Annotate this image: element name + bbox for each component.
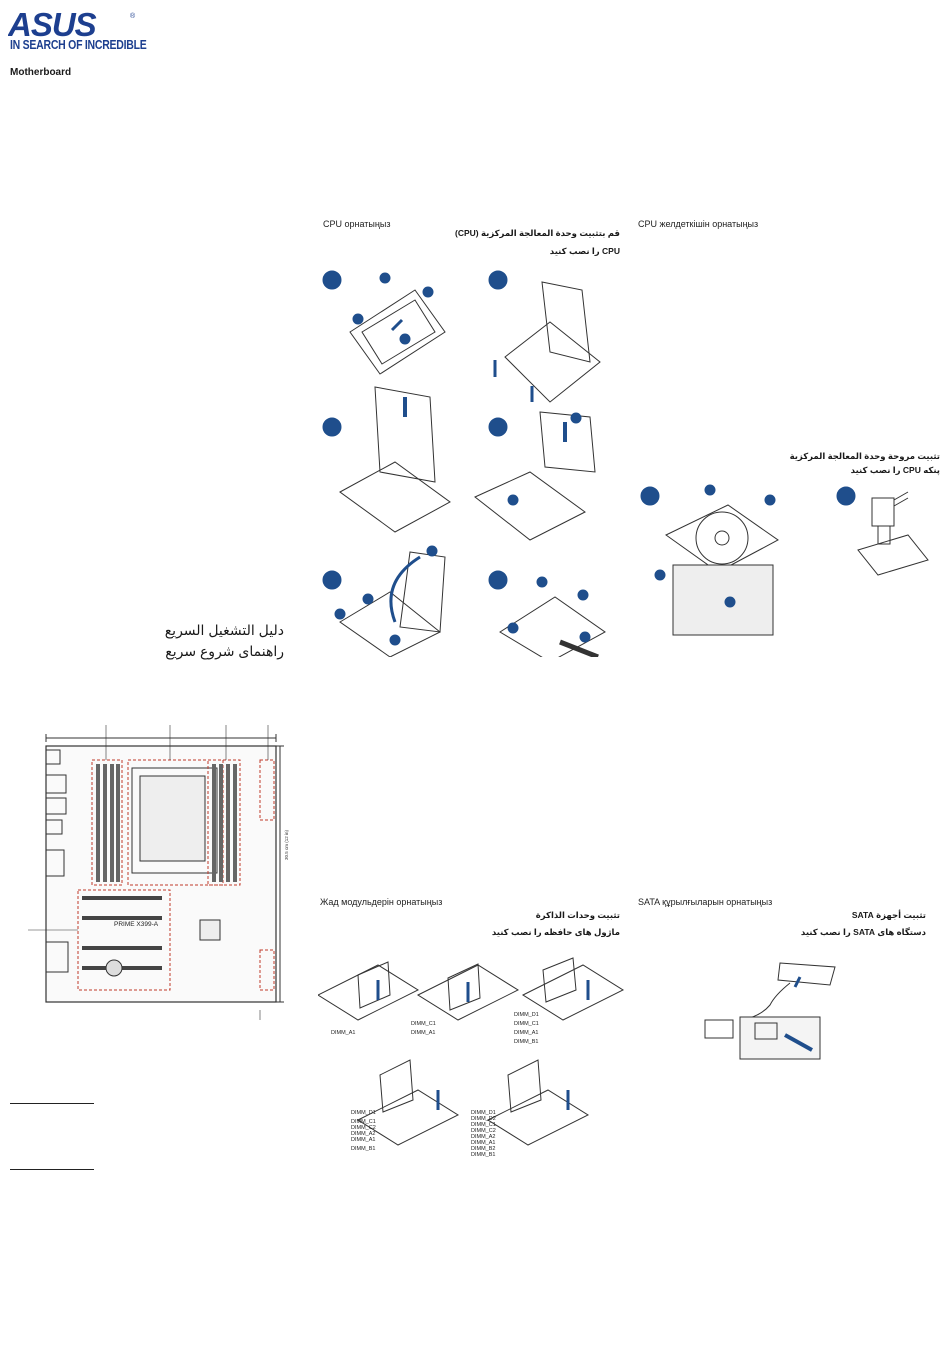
sata-title-kazakh: SATA құрылғыларын орнатыңыз	[638, 897, 773, 907]
memory-fig5-label: DIMM_D1	[471, 1110, 496, 1116]
cpu-install-title-arabic: قم بتثبيت وحدة المعالجة المركزية (CPU)	[454, 228, 620, 238]
memory-fig5-label: DIMM_A2	[471, 1134, 496, 1140]
quick-start-title-arabic: دليل التشغيل السريع	[164, 622, 284, 638]
brand-tagline: IN SEARCH OF INCREDIBLE	[10, 38, 147, 52]
quick-start-title-persian: راهنمای شروع سریع	[165, 643, 284, 659]
cpu-step-5	[322, 545, 446, 657]
cpu-fan-title-kazakh: CPU желдеткішін орнатыңыз	[638, 219, 759, 229]
sata-install-figure	[704, 962, 836, 1060]
cpu-step-3	[322, 386, 451, 533]
fan-step-2	[836, 486, 929, 576]
memory-fig4-label: DIMM_C2	[351, 1125, 376, 1131]
motherboard-layout-diagram: PRIME X399-A 30.5 cm (12 in)	[28, 725, 289, 1020]
memory-title-persian: ماژول های حافظه را نصب کنید	[491, 927, 620, 937]
cpu-fan-title-arabic: تثبيت مروحة وحدة المعالجة المركزية	[789, 451, 940, 461]
memory-fig4-label: DIMM_A1	[351, 1137, 376, 1143]
registered-mark: ®	[130, 12, 136, 20]
memory-fig4-label: DIMM_D1	[351, 1110, 376, 1116]
memory-title-kazakh: Жад модульдерін орнатыңыз	[320, 897, 443, 907]
sata-title-persian: دستگاه های SATA را نصب کنید	[800, 927, 926, 937]
memory-fig3-label: DIMM_A1	[514, 1030, 539, 1036]
memory-fig-4	[356, 1059, 460, 1146]
memory-fig-1	[318, 961, 420, 1021]
memory-install-figures	[318, 957, 625, 1146]
divider-line	[10, 1103, 94, 1104]
cpu-step-6	[488, 570, 606, 657]
memory-title-arabic: تثبيت وحدات الذاكرة	[535, 910, 620, 920]
cpu-step-2	[488, 270, 601, 403]
board-dimension-label: 30.5 cm (12 in)	[284, 829, 289, 860]
memory-fig2-label: DIMM_C1	[411, 1021, 436, 1027]
memory-fig5-label: DIMM_C1	[471, 1122, 496, 1128]
cpu-install-title-persian: CPU را نصب کنید	[549, 246, 620, 256]
memory-fig-5	[486, 1059, 590, 1146]
cpu-step-4	[474, 411, 596, 541]
sata-title-arabic: تثبيت أجهزة SATA	[851, 910, 926, 920]
board-model-label: PRIME X399-A	[114, 921, 159, 928]
memory-fig3-label: DIMM_D1	[514, 1012, 539, 1018]
memory-fig5-label: DIMM_A1	[471, 1140, 496, 1146]
memory-fig4-label: DIMM_C1	[351, 1119, 376, 1125]
memory-fig5-label: DIMM_B1	[471, 1152, 496, 1158]
cpu-step-1	[322, 270, 446, 375]
memory-fig5-label: DIMM_D2	[471, 1116, 496, 1122]
memory-fig5-label: DIMM_C2	[471, 1128, 496, 1134]
divider-line	[10, 1169, 94, 1170]
product-line: Motherboard	[10, 67, 72, 78]
memory-fig4-label: DIMM_B1	[351, 1146, 376, 1152]
logo-wordmark: ASUS	[8, 8, 97, 43]
memory-fig1-label: DIMM_A1	[331, 1030, 356, 1036]
fan-step-1	[640, 484, 779, 636]
memory-fig3-label: DIMM_C1	[514, 1021, 539, 1027]
cpu-install-title-kazakh: CPU орнатыңыз	[323, 219, 391, 229]
memory-fig3-label: DIMM_B1	[514, 1039, 539, 1045]
memory-fig-2	[416, 963, 520, 1021]
cpu-fan-install-figure	[640, 484, 929, 636]
cpu-install-steps-figure	[322, 270, 606, 657]
cpu-fan-title-persian: پنکه CPU را نصب کنید	[850, 465, 940, 475]
memory-fig2-label: DIMM_A1	[411, 1030, 436, 1036]
memory-fig5-label: DIMM_B2	[471, 1146, 496, 1152]
asus-logo: ASUS ®	[8, 8, 136, 43]
memory-fig-3	[521, 957, 625, 1021]
memory-fig4-label: DIMM_A2	[351, 1131, 376, 1137]
